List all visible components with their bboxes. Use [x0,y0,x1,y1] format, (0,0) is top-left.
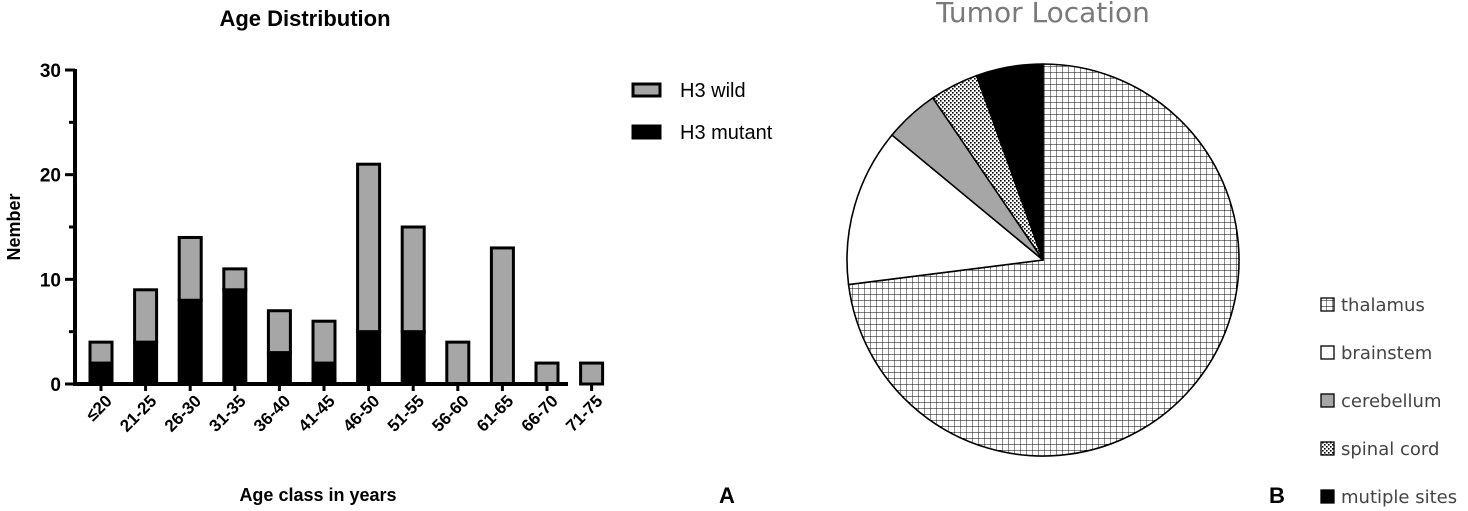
x-tick-label: 51-55 [384,391,428,435]
y-tick-label: 10 [40,270,61,291]
legend-label: H3 mutant [680,122,773,144]
bar-segment-wild [222,267,248,292]
bar-segment-mutant [88,361,114,386]
bar-segment-wild [489,246,515,386]
y-axis-label: Nember [4,193,24,260]
bar-legend: H3 wild H3 mutant [631,80,773,144]
x-tick-label: 36-40 [250,391,294,435]
bar-segment-mutant [222,288,248,386]
bar-segment-wild [445,340,471,386]
x-tick-label: ≤20 [82,391,115,424]
pie-marks [846,63,1240,457]
bar-segment-wild [177,235,203,302]
x-axis-label: Age class in years [239,485,396,505]
bar-segment-wild [311,319,337,365]
pie-slice-mutiple-sites [975,63,1044,261]
y-tick-label: 30 [40,61,61,82]
panel-label-b: B [1269,483,1285,508]
y-tick-label: 20 [40,166,61,187]
y-tick-label: 0 [50,375,61,396]
x-tick-label: 41-45 [295,391,339,435]
pie-chart: Tumor Location thalamus brainstem cerebell… [846,0,1457,508]
x-tick-label: 46-50 [339,391,383,435]
pie-legend-swatch [1320,441,1335,456]
bar-segment-wild [534,361,560,386]
bar-segment-mutant [177,298,203,386]
x-tick-label: 71-75 [562,391,606,435]
x-tick-label: 31-35 [205,391,249,435]
pie-legend-label: thalamus [1341,295,1425,316]
bar-segment-wild [266,309,292,355]
bar-segment-mutant [311,361,337,386]
x-tick-label: 26-30 [161,391,205,435]
x-tick-label: 56-60 [428,391,472,435]
pie-legend-label: brainstem [1341,343,1432,364]
y-axis: 0 10 20 30 [40,61,77,396]
x-tick-label: 61-65 [473,391,517,435]
pie-legend-label: cerebellum [1341,391,1442,412]
pie-legend-swatch [1320,489,1335,504]
bar-segment-wild [88,340,114,365]
bar-segment-wild [579,361,605,386]
bar-segment-wild [356,162,382,334]
bar-segment-mutant [356,330,382,386]
pie-slice-brainstem [846,134,1044,286]
legend-swatch [631,124,662,140]
bar-chart: Age Distribution Nember Age class in yea… [4,6,773,505]
bar-segment-mutant [133,340,159,386]
pie-legend-label: spinal cord [1341,439,1439,460]
bar-segment-mutant [266,351,292,386]
legend-swatch [631,82,662,98]
bar-marks [88,162,605,386]
legend-label: H3 wild [680,80,746,102]
pie-legend-swatch [1320,393,1335,408]
bar-segment-wild [133,288,159,344]
pie-legend: thalamus brainstem cerebellum spinal cord mu… [1320,295,1457,508]
panel-label-a: A [719,483,735,508]
bar-chart-title: Age Distribution [219,6,390,31]
bar-segment-mutant [400,330,426,386]
x-tick-label: 21-25 [116,391,160,435]
pie-legend-swatch [1320,297,1335,312]
pie-legend-label: mutiple sites [1341,487,1457,508]
pie-chart-title: Tumor Location [935,0,1150,29]
bar-segment-wild [400,225,426,334]
pie-legend-swatch [1320,345,1335,360]
x-tick-label: 66-70 [518,391,562,435]
